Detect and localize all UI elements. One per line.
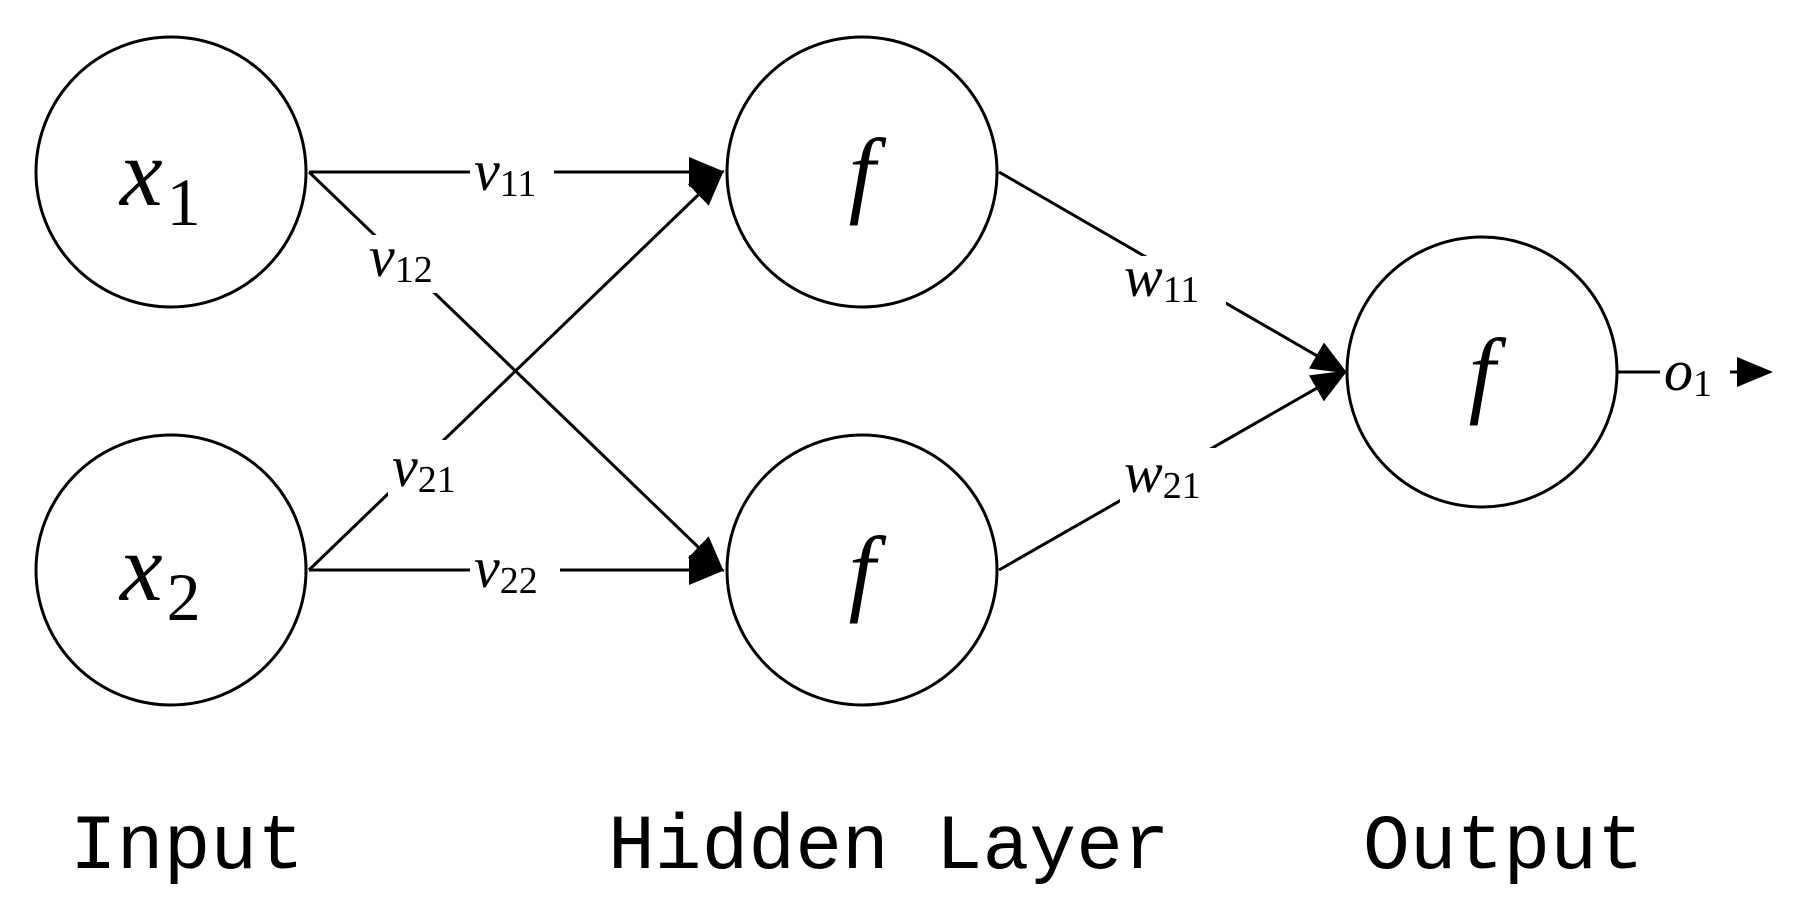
edge-label-v12-symbol: v	[369, 224, 395, 289]
edge-label-o1-symbol: o	[1664, 338, 1693, 403]
edge-x2-h1	[307, 169, 725, 572]
edge-label-w21: w21	[1124, 440, 1201, 507]
edge-label-w11: w11	[1124, 244, 1199, 311]
edge-label-o1: o1	[1664, 338, 1712, 405]
gap-w11	[1120, 256, 1226, 318]
layer-label-hidden: Hidden Layer	[608, 804, 1170, 892]
edge-label-v21-subscript: 21	[418, 459, 456, 501]
edge-label-w11-subscript: 11	[1163, 269, 1200, 311]
edge-label-w21-subscript: 21	[1163, 465, 1201, 507]
layer-captions: Input Hidden Layer Output	[70, 804, 1644, 892]
node-label-x2: x2	[118, 514, 201, 635]
edge-label-v22: v22	[474, 535, 538, 602]
layer-label-input: Input	[70, 804, 304, 892]
layer-label-output: Output	[1363, 804, 1644, 892]
edge-label-w21-symbol: w	[1124, 440, 1163, 505]
hidden-node-1	[725, 35, 999, 309]
edge-label-v11-subscript: 11	[500, 163, 537, 205]
edge-label-w11-symbol: w	[1124, 244, 1163, 309]
nodes	[34, 35, 1619, 707]
node-label-x1: x1	[118, 119, 201, 240]
edge-label-v21: v21	[392, 434, 456, 501]
node-label-x2-symbol: x	[118, 514, 163, 621]
edge-label-v21-symbol: v	[392, 434, 418, 499]
edge-label-o1-subscript: 1	[1693, 363, 1712, 405]
input-node-x1	[34, 35, 308, 309]
gap-v22	[470, 548, 560, 598]
edge-label-v12-subscript: 12	[395, 249, 433, 291]
input-node-x2	[34, 433, 308, 707]
gap-v12	[365, 235, 449, 293]
node-label-x1-subscript: 1	[167, 164, 201, 240]
gap-v21	[388, 440, 472, 502]
gap-w21	[1120, 448, 1226, 510]
edge-label-v11-symbol: v	[474, 138, 500, 203]
edge-label-v11: v11	[474, 138, 536, 205]
output-node	[1345, 235, 1619, 509]
node-label-x1-symbol: x	[118, 119, 163, 226]
gap-o1	[1660, 350, 1730, 404]
edge-label-v12: v12	[369, 224, 433, 291]
node-label-x2-subscript: 2	[167, 559, 201, 635]
label-gaps	[365, 150, 1730, 598]
edge-labels: v11 v12 v21 v22 w11 w21 o1	[369, 138, 1712, 602]
edge-label-v22-symbol: v	[474, 535, 500, 600]
hidden-node-2	[725, 433, 999, 707]
edge-label-v22-subscript: 22	[500, 560, 538, 602]
gap-v11	[470, 150, 554, 200]
